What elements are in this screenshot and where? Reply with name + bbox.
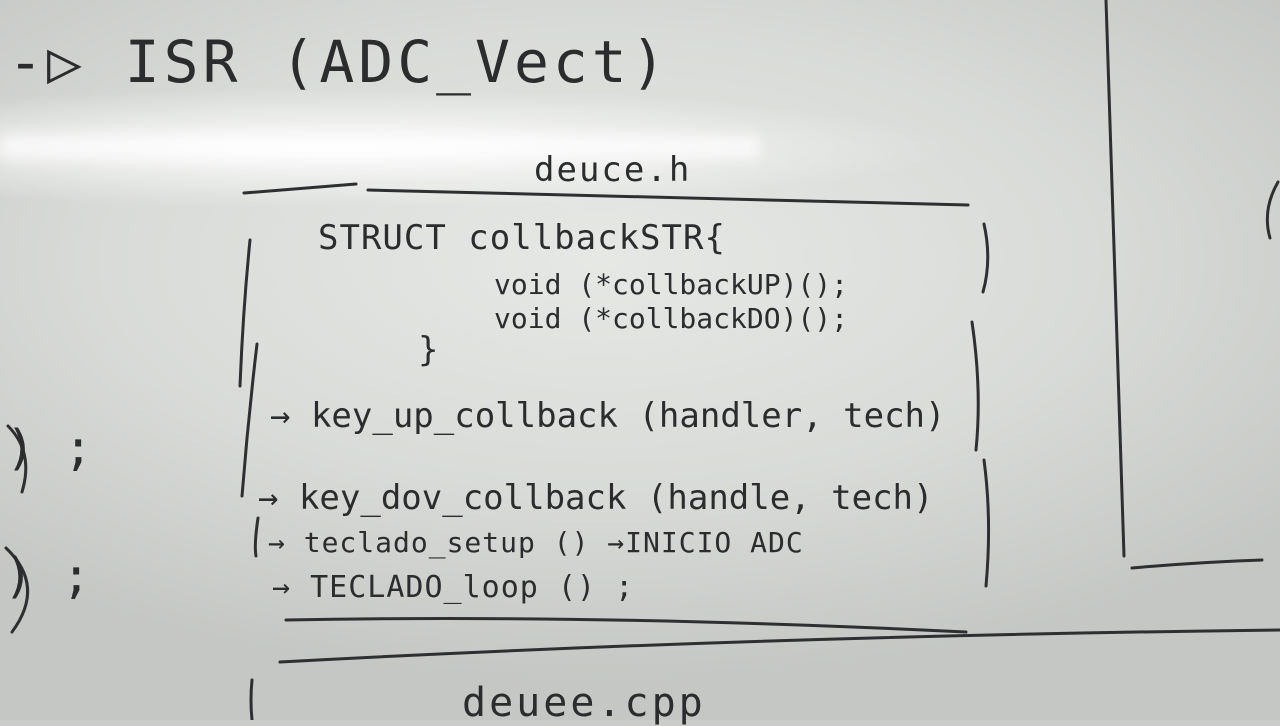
call-teclado-setup: → teclado_setup () →INICIO ADC xyxy=(268,526,804,559)
call-key-down-callback: → key_dov_collback (handle, tech) xyxy=(258,478,934,518)
box-right-border-upper xyxy=(981,222,990,294)
right-horizontal-line xyxy=(1130,558,1264,570)
edge-arc-mark xyxy=(1265,180,1280,240)
box-left-border-upper xyxy=(238,238,252,388)
left-edge-mark-2: ) ; xyxy=(4,548,91,604)
bottom-left-border xyxy=(249,678,254,720)
struct-member-up: void (*collbackUP)(); xyxy=(494,268,849,301)
left-edge-mark-1: ) ; xyxy=(6,420,93,476)
code-underline xyxy=(284,617,968,634)
call-key-up-callback: → key_up_collback (handler, tech) xyxy=(270,396,946,436)
section-divider xyxy=(278,628,1280,664)
header-rule-left xyxy=(242,182,358,195)
isr-heading: -▷ ISR (ADC_Vect) xyxy=(8,28,670,96)
box-right-border-lower xyxy=(982,458,991,588)
header-rule-right xyxy=(366,188,970,207)
left-paren-2 xyxy=(4,546,30,634)
right-vertical-line xyxy=(1104,0,1126,558)
struct-member-down: void (*collbackDO)(); xyxy=(494,302,849,335)
box-right-border-middle xyxy=(970,320,980,452)
source-file-label: deuee.cpp xyxy=(462,680,706,726)
left-paren-1 xyxy=(6,424,28,494)
box-left-border-bottom xyxy=(253,516,260,558)
struct-closing-brace: } xyxy=(418,330,439,370)
box-left-border-lower xyxy=(240,342,259,498)
call-teclado-loop: → TECLADO_loop () ; xyxy=(272,570,635,605)
glare-reflection xyxy=(0,128,760,168)
header-file-label: deuce.h xyxy=(534,150,692,190)
struct-declaration: STRUCT collbackSTR{ xyxy=(318,218,726,258)
